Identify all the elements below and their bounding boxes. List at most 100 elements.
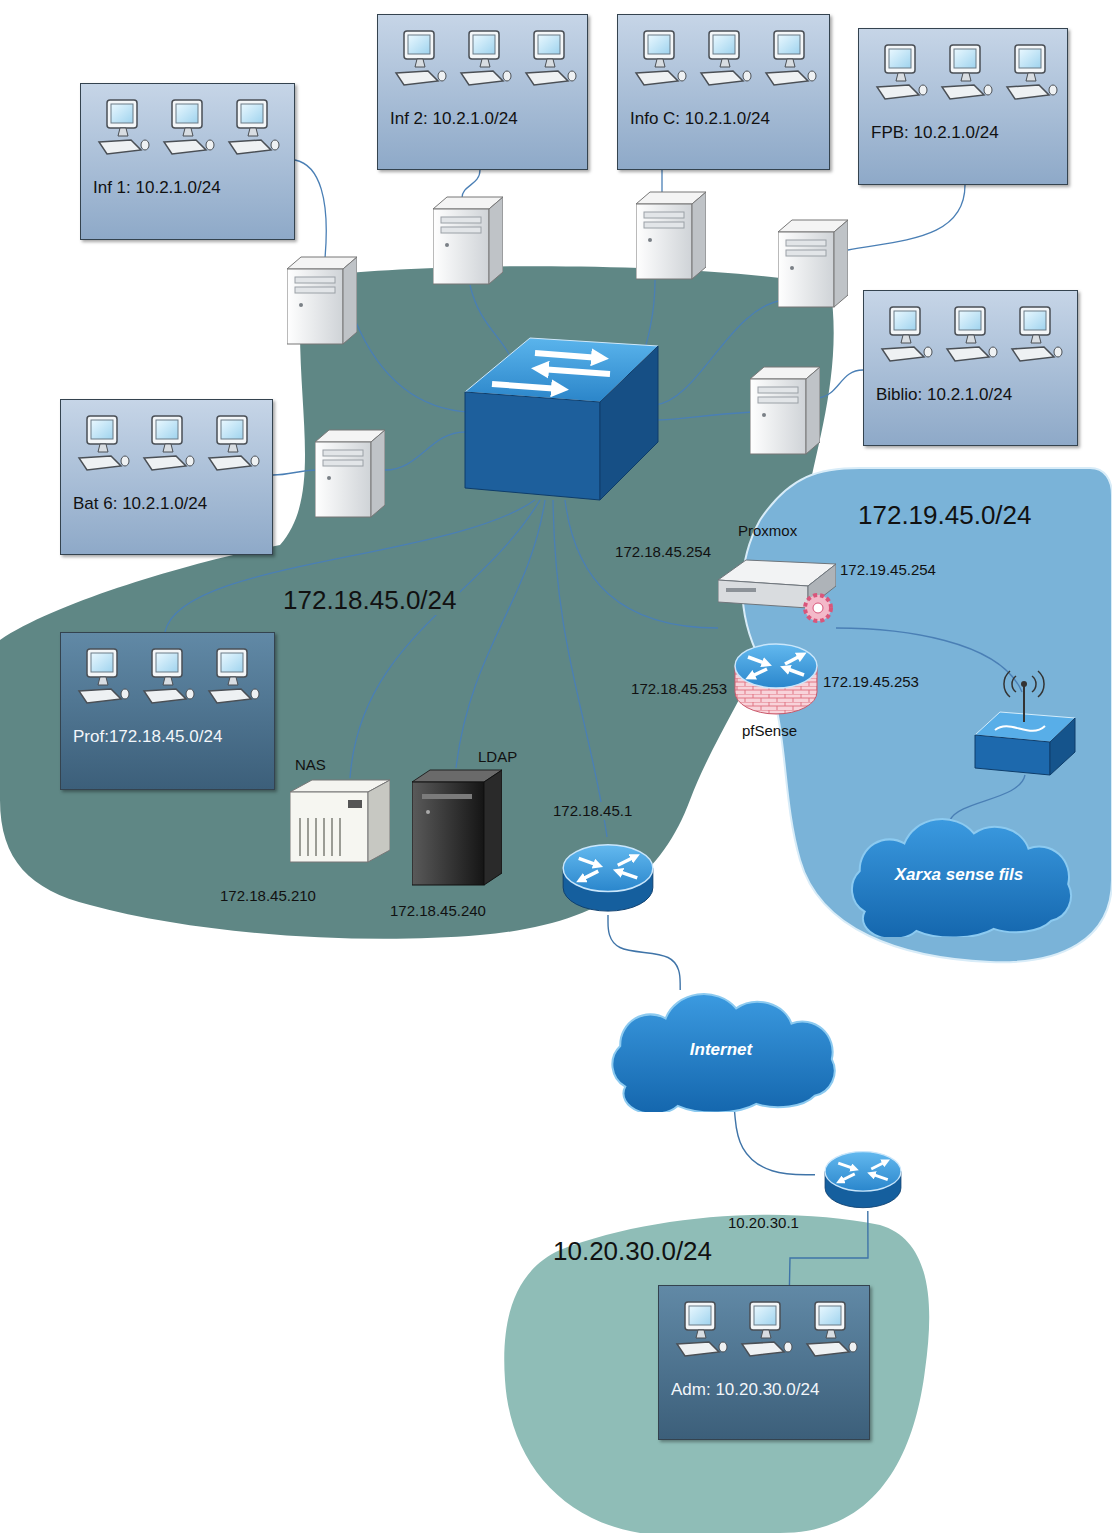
- computer-icon: [677, 1302, 727, 1356]
- proxmox-server: Proxmox172.18.45.254172.19.45.254: [718, 558, 836, 626]
- pfsense-firewall: pfSense172.18.45.253172.19.45.253: [733, 638, 819, 718]
- computer-icons: [659, 1286, 874, 1376]
- computer-icons: [61, 633, 276, 723]
- computer-icon: [461, 31, 511, 85]
- pfs-shape: [733, 638, 819, 718]
- network-region: Xarxa sense fils 172.19.45.0/24: [735, 465, 1112, 965]
- subnet-box: Bat 6: 10.2.1.0/24: [60, 399, 273, 555]
- computer-icon: [79, 649, 129, 703]
- network-switch: [465, 338, 658, 500]
- computer-icons: [864, 291, 1079, 381]
- ldap-shape: [412, 768, 502, 886]
- computer-icon: [882, 307, 932, 361]
- nas-server: NAS172.18.45.210: [290, 778, 390, 863]
- ldap-icon: [412, 770, 502, 885]
- device-name: Proxmox: [738, 522, 797, 540]
- computer-icon: [766, 31, 816, 85]
- cloud-label: Internet: [585, 1040, 857, 1060]
- subnet-box: Inf 2: 10.2.1.0/24: [377, 14, 588, 170]
- ip-address: 172.18.45.210: [220, 887, 316, 905]
- computer-icon: [947, 307, 997, 361]
- region-shape: [0, 266, 834, 939]
- computer-icon: [209, 649, 259, 703]
- cable: [350, 500, 540, 778]
- cable: [632, 280, 655, 395]
- cable: [818, 370, 863, 398]
- ip-address: 10.20.30.1: [728, 1214, 799, 1232]
- computer-icon: [742, 1302, 792, 1356]
- cable: [565, 500, 718, 628]
- cable: [950, 775, 1025, 820]
- subnet-label: Prof:172.18.45.0/24: [73, 727, 262, 747]
- computer-icon: [144, 649, 194, 703]
- cable: [165, 500, 535, 632]
- region-label: 172.19.45.0/24: [858, 500, 1032, 530]
- router-icon: [825, 1152, 901, 1208]
- pfs-icon: [735, 644, 817, 714]
- cable: [456, 500, 545, 768]
- computer-icons: [618, 15, 833, 105]
- computer-icon: [1007, 45, 1057, 99]
- ip-address: 172.18.45.1: [550, 802, 635, 820]
- subnet-label: Bat 6: 10.2.1.0/24: [73, 494, 260, 514]
- subnet-box: Adm: 10.20.30.0/24: [658, 1285, 870, 1440]
- nas-shape: [290, 778, 390, 863]
- cable: [655, 300, 785, 405]
- region-shape: [504, 1215, 929, 1533]
- ldap-server: LDAP172.18.45.240: [412, 768, 502, 886]
- network-cloud: Xarxa sense fils: [825, 815, 1093, 937]
- computer-icon: [79, 416, 129, 470]
- network-link: [608, 915, 680, 990]
- subnet-label: Adm: 10.20.30.0/24: [671, 1380, 857, 1400]
- subnet-label: Biblio: 10.2.1.0/24: [876, 385, 1065, 405]
- prox-icon: [718, 560, 836, 621]
- subnet-label: FPB: 10.2.1.0/24: [871, 123, 1055, 143]
- computer-icons: [61, 400, 276, 490]
- computer-icon: [807, 1302, 857, 1356]
- ip-address: 172.19.45.253: [823, 673, 919, 691]
- computer-icons: [859, 29, 1074, 119]
- computer-icon: [396, 31, 446, 85]
- subnet-box: FPB: 10.2.1.0/24: [858, 28, 1068, 185]
- network-cloud: Internet: [585, 990, 857, 1112]
- cloud-label: Xarxa sense fils: [825, 865, 1093, 885]
- region-shape: [742, 468, 1112, 962]
- subnet-label: Info C: 10.2.1.0/24: [630, 109, 817, 129]
- region-label: 172.18.45.0/24: [280, 585, 460, 615]
- cable: [385, 432, 465, 470]
- nas-icon: [290, 780, 390, 862]
- network-link: [789, 1211, 868, 1285]
- device-name: NAS: [295, 756, 326, 774]
- computer-icon: [164, 100, 214, 154]
- ip-address: 172.18.45.253: [628, 680, 730, 698]
- cable: [355, 320, 470, 412]
- computer-icon: [942, 45, 992, 99]
- computer-icon: [209, 416, 259, 470]
- cable: [273, 470, 317, 475]
- device-name: LDAP: [478, 748, 517, 766]
- computer-icon: [229, 100, 279, 154]
- router: 172.18.45.1: [560, 837, 656, 915]
- subnet-label: Inf 2: 10.2.1.0/24: [390, 109, 575, 129]
- computer-icon: [526, 31, 576, 85]
- network-region: Adm: 10.20.30.0/24 10.20.30.0/24: [505, 1215, 935, 1533]
- device-name: pfSense: [742, 722, 797, 740]
- region-label: 10.20.30.0/24: [553, 1236, 712, 1266]
- cable: [848, 185, 965, 250]
- ip-address: 172.18.45.254: [612, 543, 714, 561]
- computer-icon: [701, 31, 751, 85]
- router-shape: [560, 837, 656, 915]
- cable: [836, 628, 1022, 692]
- computer-icons: [378, 15, 593, 105]
- subnet-box: Prof:172.18.45.0/24: [60, 632, 275, 790]
- computer-icons: [81, 84, 296, 174]
- cable: [470, 285, 515, 372]
- computer-icon: [877, 45, 927, 99]
- cable: [553, 500, 607, 837]
- network-link: [735, 1112, 815, 1175]
- router-shape: [815, 1145, 911, 1211]
- cable: [462, 170, 480, 198]
- computer-icon: [144, 416, 194, 470]
- server-tower: [287, 192, 848, 517]
